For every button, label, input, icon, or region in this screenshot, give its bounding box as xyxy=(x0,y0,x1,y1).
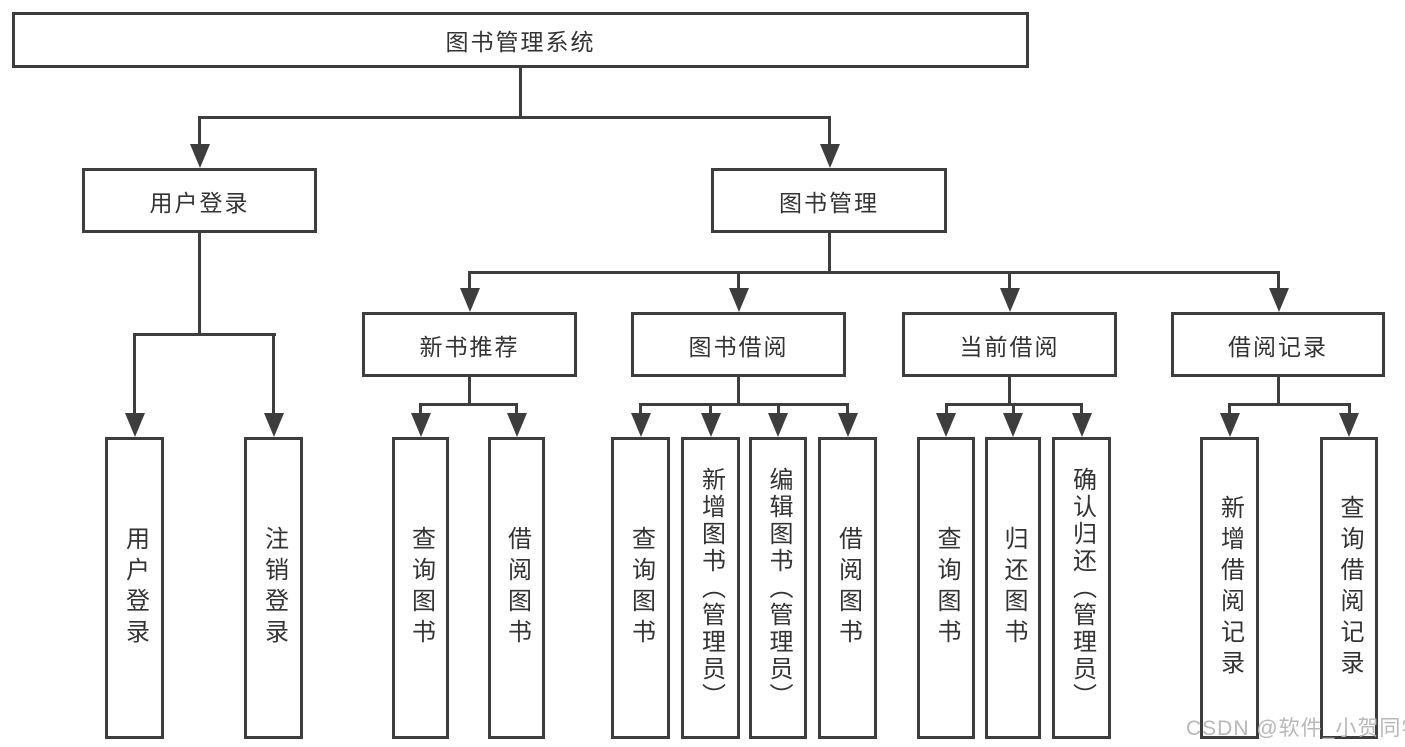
connector-line xyxy=(737,377,740,405)
leaf-borrow-books-recommend: 借阅图书 xyxy=(488,437,545,739)
arrow-down-icon xyxy=(460,288,480,312)
connector-line xyxy=(468,271,471,290)
arrow-down-icon xyxy=(729,288,749,312)
connector-line xyxy=(133,333,276,336)
connector-line xyxy=(198,116,831,119)
connector-line xyxy=(419,403,518,406)
arrow-down-icon xyxy=(936,413,956,437)
leaf-edit-book-admin: 编辑图书（管理员） xyxy=(749,437,807,739)
connector-line xyxy=(828,233,831,273)
arrow-down-icon xyxy=(507,413,527,437)
leaf-query-books-borrowing: 查询图书 xyxy=(611,437,670,739)
connector-line xyxy=(519,68,522,118)
connector-line xyxy=(515,403,518,416)
arrow-down-icon xyxy=(411,413,431,437)
arrow-down-icon xyxy=(701,413,721,437)
connector-line xyxy=(1277,377,1280,405)
connector-line xyxy=(272,333,275,415)
leaf-confirm-return-admin: 确认归还（管理员） xyxy=(1052,437,1111,739)
connector-line xyxy=(1228,403,1351,406)
arrow-down-icon xyxy=(1269,288,1289,312)
arrow-down-icon xyxy=(125,413,145,437)
connector-line xyxy=(1008,377,1011,405)
arrow-down-icon xyxy=(1220,413,1240,437)
connector-line xyxy=(777,403,780,416)
node-library-management-system: 图书管理系统 xyxy=(12,12,1029,68)
arrow-down-icon xyxy=(768,413,788,437)
connector-line xyxy=(1228,403,1231,416)
connector-line xyxy=(639,403,642,416)
connector-line xyxy=(846,403,849,416)
connector-line xyxy=(198,233,201,335)
csdn-watermark: CSDN @软件_小贺同学 xyxy=(1186,717,1405,740)
connector-line xyxy=(1012,403,1015,416)
connector-line xyxy=(1008,271,1011,290)
leaf-return-book: 归还图书 xyxy=(985,437,1041,739)
node-current-borrowing: 当前借阅 xyxy=(902,312,1117,377)
leaf-query-books-recommend: 查询图书 xyxy=(392,437,449,739)
arrow-down-icon xyxy=(190,144,210,168)
connector-line xyxy=(198,116,201,146)
connector-line xyxy=(945,403,948,416)
leaf-borrow-books-borrowing: 借阅图书 xyxy=(818,437,877,739)
connector-line xyxy=(419,403,422,416)
arrow-down-icon xyxy=(1339,413,1359,437)
connector-line xyxy=(133,333,136,415)
connector-line xyxy=(1080,403,1083,416)
node-new-book-recommend: 新书推荐 xyxy=(362,312,577,377)
leaf-query-books-current: 查询图书 xyxy=(917,437,975,739)
connector-line xyxy=(639,403,849,406)
connector-line xyxy=(1348,403,1351,416)
leaf-query-borrow-record: 查询借阅记录 xyxy=(1320,437,1378,739)
arrow-down-icon xyxy=(1000,288,1020,312)
arrow-down-icon xyxy=(264,413,284,437)
arrow-down-icon xyxy=(838,413,858,437)
node-book-management: 图书管理 xyxy=(711,168,947,233)
connector-line xyxy=(737,271,740,290)
leaf-add-borrow-record: 新增借阅记录 xyxy=(1200,437,1259,739)
node-book-borrowing: 图书借阅 xyxy=(631,312,846,377)
connector-line xyxy=(468,271,1280,274)
node-borrowing-records: 借阅记录 xyxy=(1171,312,1385,377)
connector-line xyxy=(1277,271,1280,290)
arrow-down-icon xyxy=(1072,413,1092,437)
leaf-logout: 注销登录 xyxy=(244,437,303,739)
leaf-user-login: 用户登录 xyxy=(105,437,164,739)
connector-line xyxy=(468,377,471,405)
leaf-add-book-admin: 新增图书（管理员） xyxy=(681,437,740,739)
connector-line xyxy=(828,116,831,146)
connector-line xyxy=(709,403,712,416)
node-user-login: 用户登录 xyxy=(82,168,317,233)
arrow-down-icon xyxy=(820,144,840,168)
arrow-down-icon xyxy=(631,413,651,437)
arrow-down-icon xyxy=(1003,413,1023,437)
